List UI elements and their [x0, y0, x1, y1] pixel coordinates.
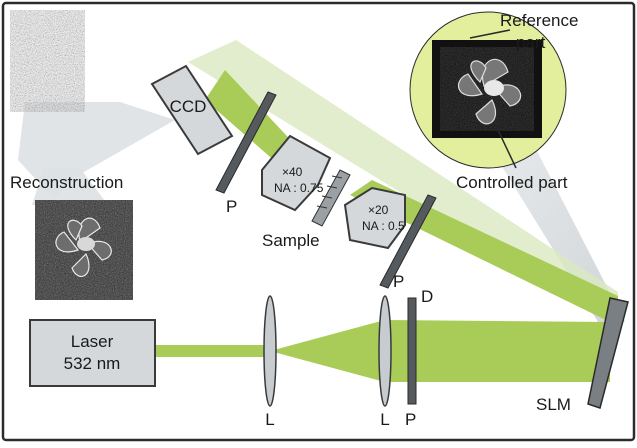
expanding-beam	[270, 320, 385, 382]
lens-2-label: L	[380, 410, 389, 429]
polarizer-bottom-label: P	[405, 410, 416, 429]
sample-label: Sample	[262, 231, 320, 250]
controlled-label: Controlled part	[456, 173, 568, 192]
laser-label-line2: 532 nm	[64, 354, 121, 373]
ccd-camera	[150, 64, 234, 156]
polarizer-top-label: P	[226, 197, 237, 216]
ccd-label: CCD	[170, 97, 207, 116]
lens-2	[378, 295, 392, 407]
slm-projection-cone	[472, 118, 625, 322]
controlled-pointer	[497, 129, 517, 169]
lens-1-label: L	[265, 410, 274, 429]
polarizer-bottom	[407, 297, 417, 405]
laser-label-line1: Laser	[71, 332, 114, 351]
reconstruction-image	[35, 200, 133, 300]
objective-40x	[261, 134, 332, 212]
reference-pointer	[469, 29, 511, 39]
slm-label: SLM	[536, 395, 571, 414]
slm-device	[587, 297, 629, 409]
reconstruction-cone	[32, 168, 108, 205]
polarizer-mid	[379, 194, 437, 289]
polarizer-top	[215, 91, 277, 194]
hologram-noise-image	[10, 10, 85, 112]
diaphragm-label: D	[421, 287, 433, 306]
reference-label-line1: Reference	[500, 11, 578, 30]
objective-40x-na: NA : 0.75	[274, 181, 324, 195]
objective-20x-mag: ×20	[368, 203, 389, 217]
slm-pattern-inset	[409, 11, 567, 169]
objective-40x-mag: ×40	[282, 165, 303, 179]
laser-box	[29, 319, 156, 387]
objective-20x	[343, 186, 406, 250]
lens-1	[263, 295, 277, 407]
beam-sample-to-ccd	[205, 70, 300, 170]
laser-beam	[155, 345, 270, 357]
polarizer-mid-label: P	[393, 272, 404, 291]
collimated-beam	[385, 320, 610, 382]
reference-label-line2: part	[516, 33, 546, 52]
reconstruction-label: Reconstruction	[10, 173, 123, 192]
objective-20x-na: NA : 0.5	[362, 219, 405, 233]
